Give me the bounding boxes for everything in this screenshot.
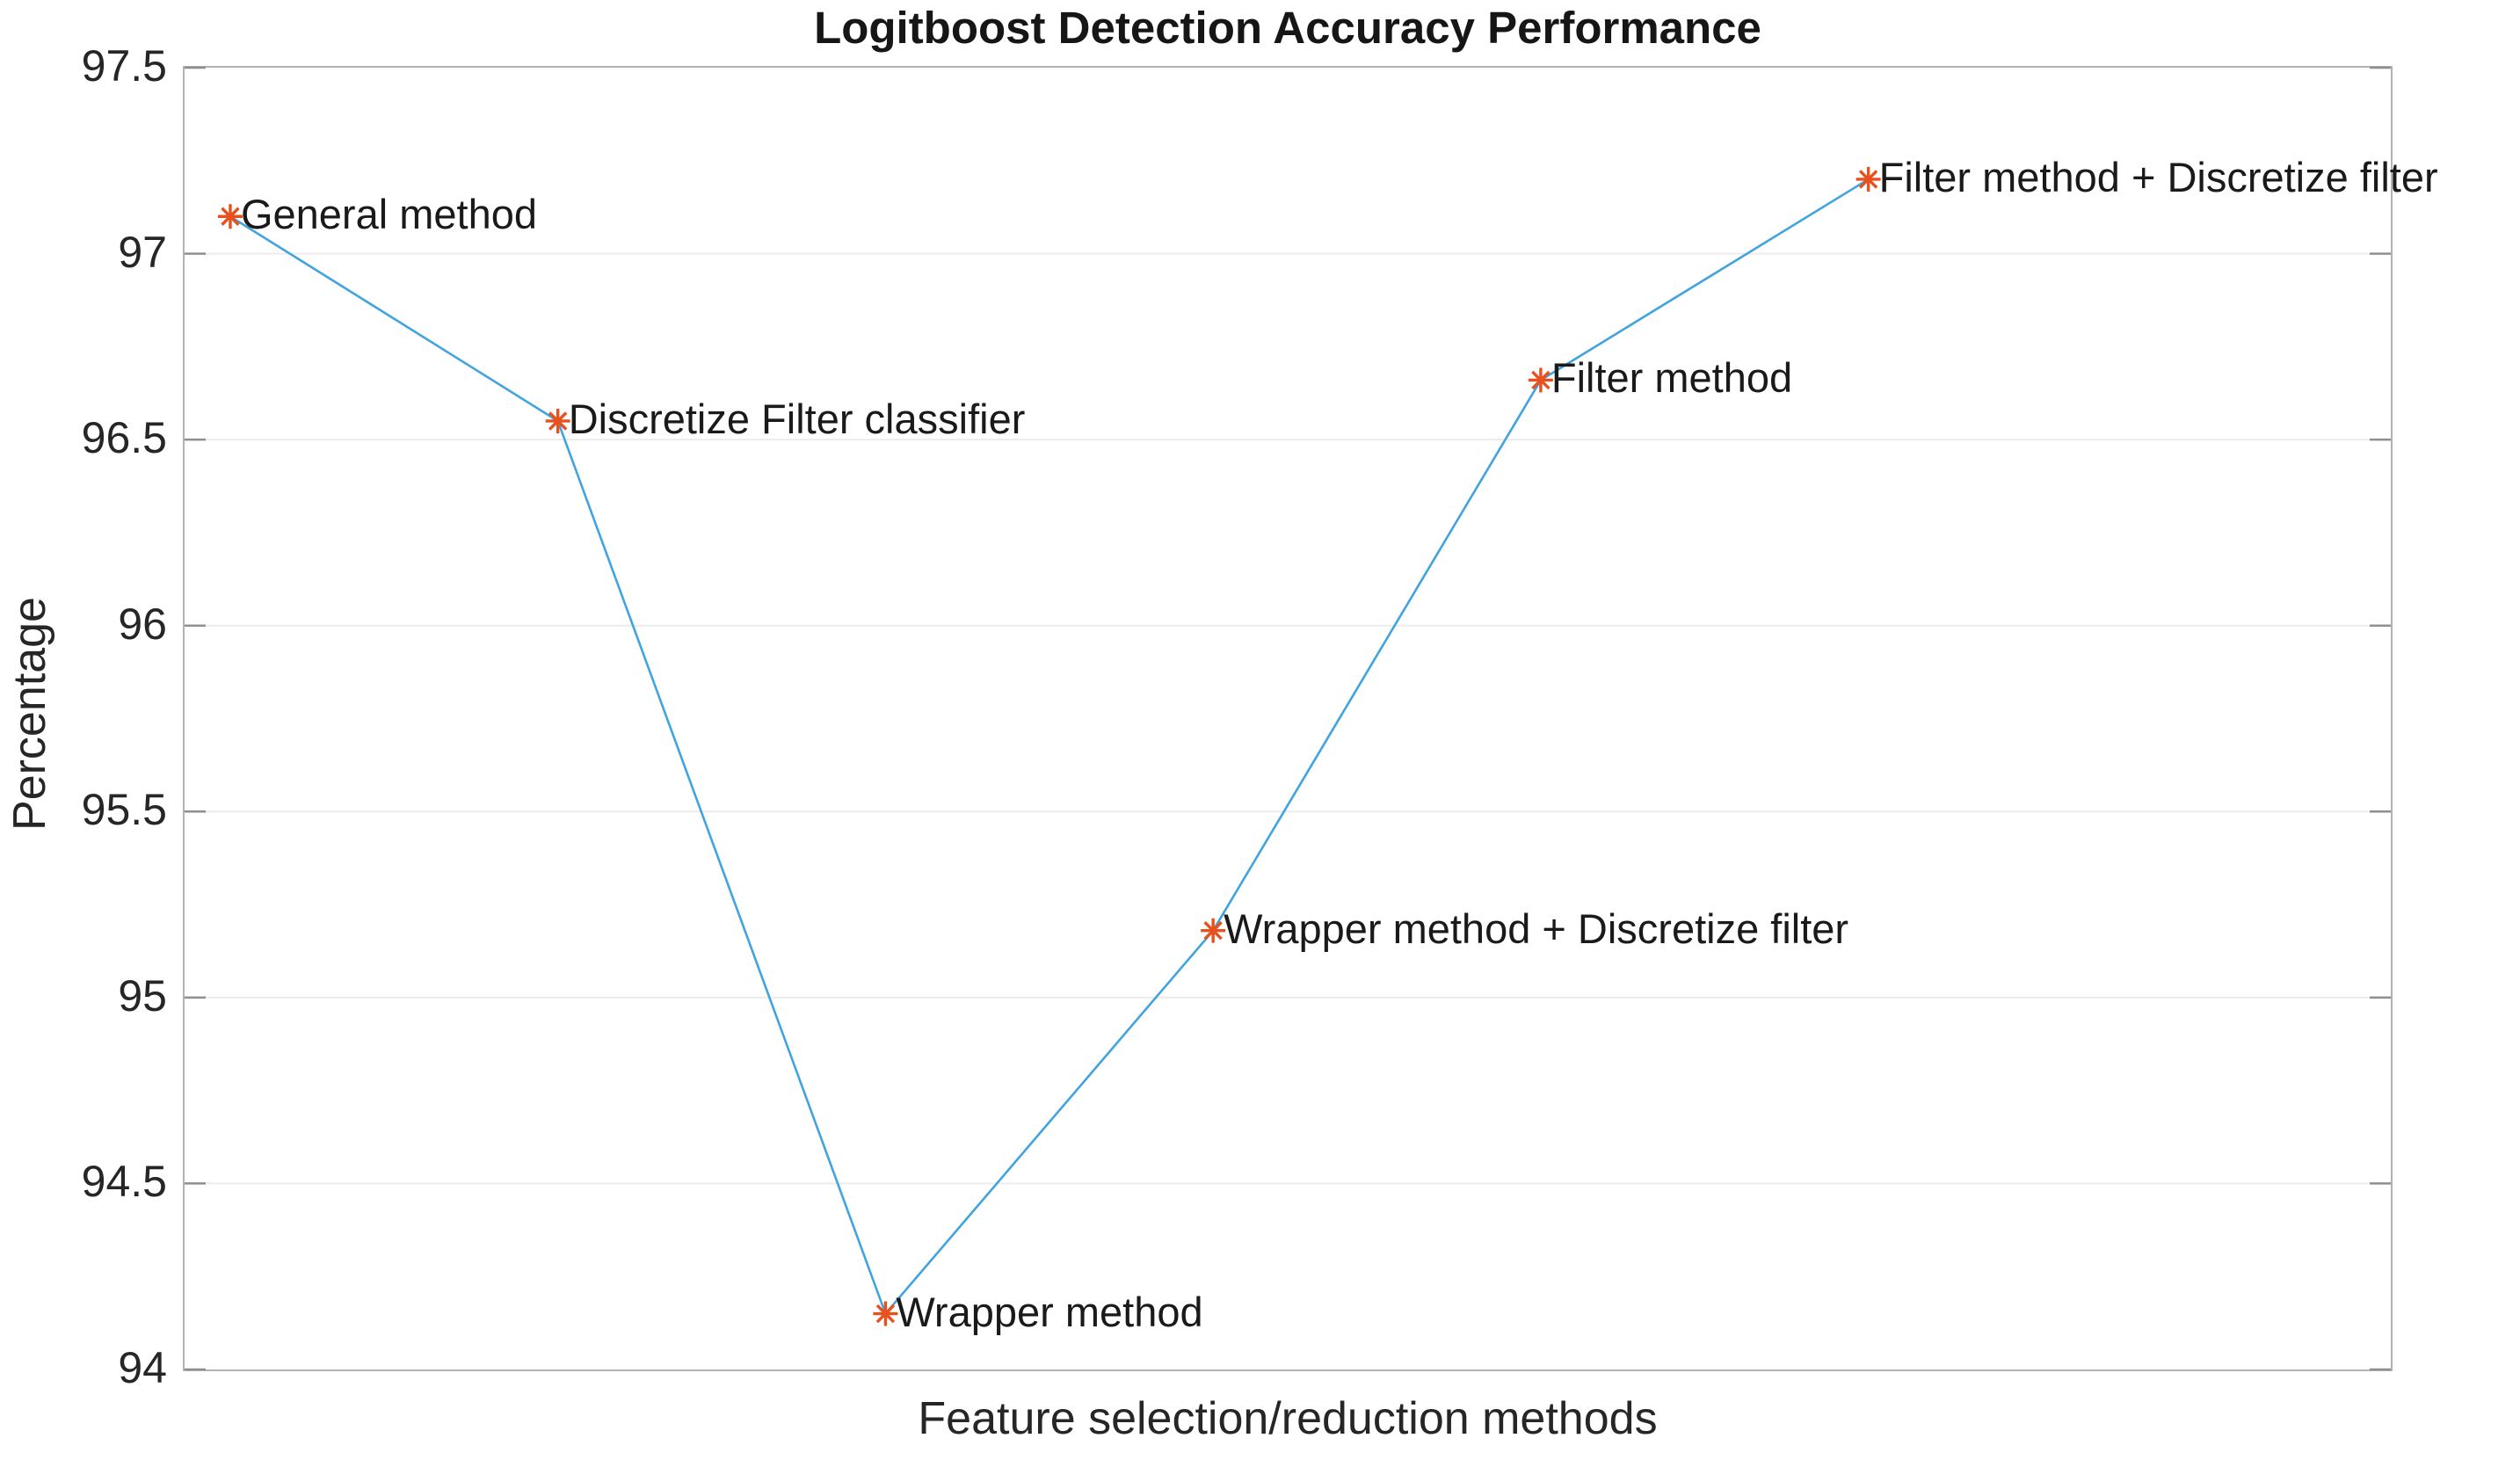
y-tick-label: 97 — [118, 227, 167, 277]
y-tick-label: 96 — [118, 599, 167, 649]
marker-stroke — [875, 1304, 896, 1324]
marker-stroke — [221, 207, 240, 226]
plot-area — [183, 66, 2393, 1371]
x-axis-label: Feature selection/reduction methods — [918, 1393, 1658, 1444]
chart-canvas — [185, 66, 2391, 1371]
y-tick-label: 94 — [118, 1343, 167, 1392]
y-tick-label: 96.5 — [81, 413, 167, 463]
chart-title: Logitboost Detection Accuracy Performanc… — [814, 3, 1761, 53]
data-point-label: General method — [240, 191, 537, 238]
data-point-label: Filter method + Discretize filter — [1878, 153, 2438, 200]
data-point-label: Wrapper method — [896, 1288, 1203, 1335]
data-point-marker — [873, 1301, 898, 1326]
marker-stroke — [1531, 370, 1550, 390]
data-line — [229, 178, 1870, 1317]
marker-stroke — [1203, 920, 1223, 941]
marker-stroke — [1858, 170, 1878, 189]
y-tick-label: 95 — [118, 970, 167, 1021]
y-tick-label: 95.5 — [81, 785, 167, 835]
y-tick-label: 97.5 — [81, 41, 167, 91]
data-point-marker — [545, 408, 570, 433]
data-point-marker — [1856, 166, 1881, 192]
data-point-marker — [1528, 367, 1553, 393]
data-point-marker — [217, 204, 243, 229]
data-point-label: Wrapper method + Discretize filter — [1224, 904, 1849, 952]
y-tick-label: 94.5 — [81, 1157, 167, 1207]
data-point-marker — [1201, 918, 1226, 943]
data-point-label: Filter method — [1550, 354, 1793, 402]
marker-stroke — [548, 411, 568, 431]
data-point-label: Discretize Filter classifier — [568, 395, 1026, 442]
